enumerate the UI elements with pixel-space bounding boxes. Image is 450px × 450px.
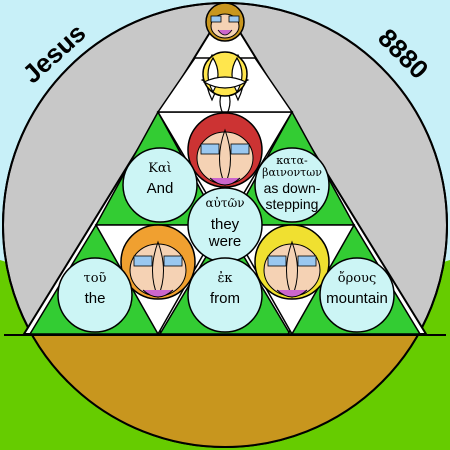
greek-word: κατα- (276, 154, 308, 167)
english-word: as down- (264, 180, 321, 196)
greek-word: βαινοντων (262, 166, 322, 179)
face-yellow-icon (254, 224, 330, 300)
word-bubble-katabainonton: κατα- βαινοντων as down- stepping (254, 147, 330, 223)
word-bubble-orous: ὄρους mountain (319, 257, 395, 333)
greek-word: ἐκ (217, 271, 232, 286)
greek-word: ὄρους (338, 271, 376, 286)
word-bubble-tou: τοῦ the (57, 257, 133, 333)
english-word: And (147, 180, 174, 197)
english-word: mountain (326, 290, 388, 307)
english-word: were (208, 233, 242, 250)
greek-word: Καὶ (148, 161, 172, 176)
face-top-icon (205, 2, 245, 42)
english-word: the (85, 290, 106, 307)
face-orange-icon (120, 224, 196, 300)
flower-petals-icon (202, 56, 248, 94)
greek-word: τοῦ (84, 271, 107, 286)
english-word: stepping (266, 196, 319, 212)
word-bubble-ek: ἐκ from (187, 257, 263, 333)
english-word: they (211, 216, 240, 233)
english-word: from (210, 290, 240, 307)
word-bubble-auton: αὐτῶν they were (187, 187, 263, 263)
face-red-icon (187, 112, 263, 188)
greek-word: αὐτῶν (205, 196, 244, 210)
word-bubble-kai: Καὶ And (122, 147, 198, 223)
